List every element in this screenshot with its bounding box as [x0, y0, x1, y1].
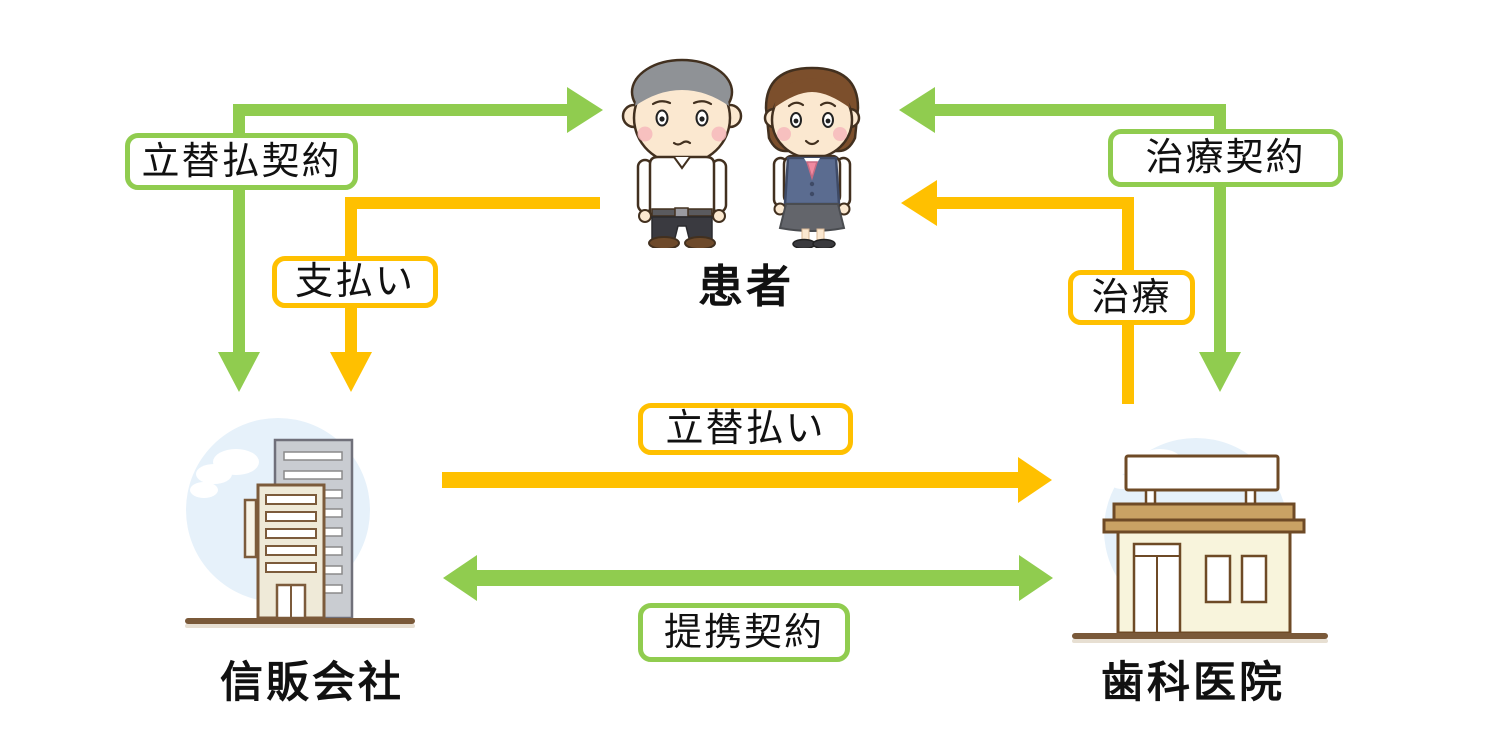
label-payment: 支払い	[272, 256, 438, 308]
dental-clinic-illustration	[1072, 438, 1328, 643]
credit-company-illustration	[185, 418, 415, 628]
clinic-building	[1102, 454, 1306, 635]
ground-line	[1072, 633, 1328, 639]
label-installment-contract: 立替払契約	[125, 133, 358, 190]
entity-label-dental-clinic: 歯科医院	[1101, 659, 1285, 707]
entity-label-credit-company: 信販会社	[220, 659, 404, 707]
label-treatment-contract: 治療契約	[1108, 129, 1343, 187]
cloud-icon	[190, 449, 259, 498]
arrow-advance-payment	[442, 457, 1052, 503]
arrow-partnership-contract	[443, 555, 1053, 601]
office-building-front	[243, 483, 326, 620]
clinic-window	[1204, 554, 1232, 604]
clinic-signboard	[1124, 454, 1280, 492]
building-sign	[243, 498, 258, 559]
arrow-payment	[330, 197, 600, 392]
patient-man-illustration	[621, 58, 743, 248]
ground-line	[185, 618, 415, 624]
clinic-window	[1240, 554, 1268, 604]
patient-woman-illustration	[763, 66, 861, 248]
entity-label-patient: 患者	[697, 261, 794, 312]
label-advance-payment: 立替払い	[638, 403, 853, 455]
patient-illustration	[621, 58, 861, 248]
label-treatment: 治療	[1068, 270, 1195, 325]
label-partnership-contract: 提携契約	[638, 603, 850, 662]
